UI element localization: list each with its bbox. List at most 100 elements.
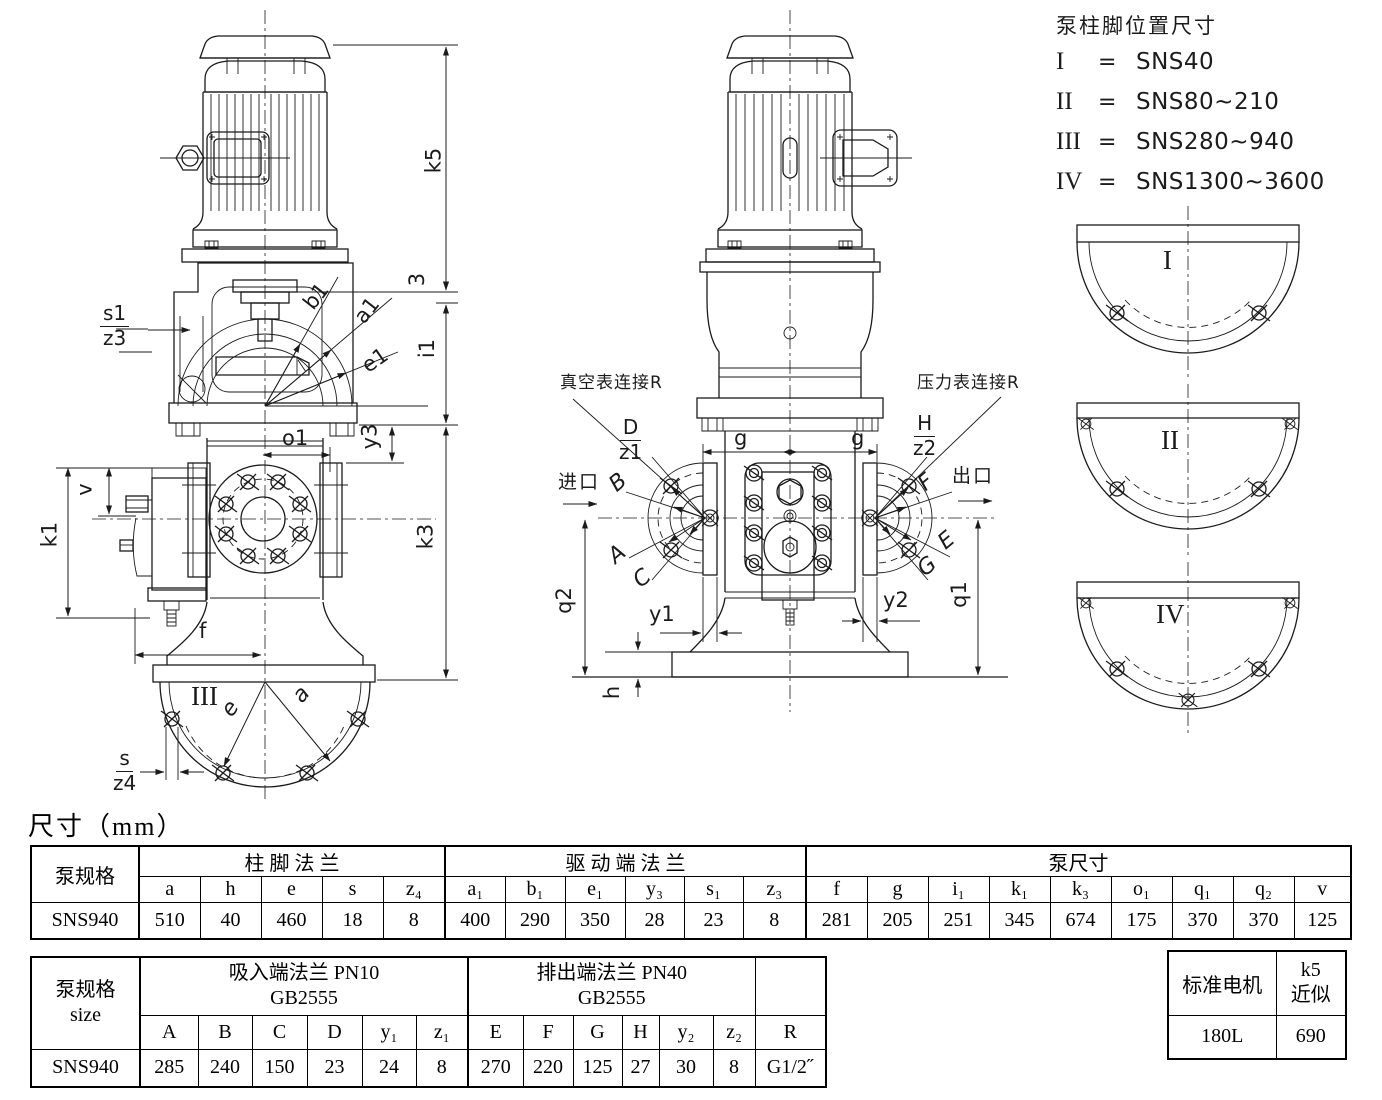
dim-h: h: [600, 685, 625, 700]
cell-value: 205: [866, 902, 929, 939]
motor-value: 180L: [1167, 1014, 1277, 1060]
dim-q1: q1: [946, 581, 971, 608]
vacuum-gauge-note: 真空表连接R: [560, 373, 663, 393]
col-header: y₁: [361, 1014, 417, 1050]
group-header-drive-flange: 驱 动 端 法 兰: [444, 845, 807, 877]
left-view: [56, 10, 458, 800]
cell-value: 350: [564, 902, 626, 939]
foot-label-iii: III: [191, 681, 218, 711]
cell-value: 370: [1171, 902, 1234, 939]
cell-value: 290: [504, 902, 566, 939]
corner-header: 泵规格 size: [30, 956, 141, 1050]
legend-numeral: III: [1056, 128, 1081, 155]
pump-model-cell: SNS940: [30, 902, 140, 939]
cell-value: 8: [415, 1048, 469, 1088]
cell-value: 460: [260, 902, 323, 939]
cell-value: 125: [1293, 902, 1352, 939]
col-header: C: [251, 1014, 308, 1050]
k5-value: 690: [1275, 1014, 1347, 1060]
cell-value: 27: [621, 1048, 660, 1088]
dim-z3: z3: [102, 326, 127, 350]
discharge-title: 排出端法兰 PN40: [536, 962, 688, 985]
cell-value: 175: [1110, 902, 1173, 939]
dim-y2: y2: [883, 588, 909, 612]
foot-view-label-iv: IV: [1156, 599, 1185, 629]
col-header: b₁: [504, 876, 566, 903]
col-header: k₃: [1049, 876, 1112, 903]
corner-line1: 泵规格: [55, 979, 116, 1002]
legend-row-4: IV = SNS1300~3600: [1056, 168, 1376, 208]
col-header: E: [467, 1014, 524, 1050]
legend-numeral: I: [1056, 48, 1065, 75]
inlet-label: 进口: [558, 471, 601, 493]
col-header: z₂: [712, 1014, 756, 1050]
legend-value: SNS280~940: [1136, 129, 1295, 155]
cell-value: 23: [306, 1048, 363, 1088]
legend-equals: =: [1098, 170, 1117, 195]
k5-header-line2: 近似: [1290, 984, 1331, 1007]
dim-H: H: [914, 412, 936, 437]
dim-y1: y1: [649, 602, 675, 626]
col-header: z₁: [415, 1014, 469, 1050]
col-header: e: [260, 876, 323, 903]
suction-standard: GB2555: [270, 987, 338, 1010]
legend-value: SNS80~210: [1136, 89, 1280, 115]
col-header: q₂: [1232, 876, 1295, 903]
col-header: e₁: [564, 876, 626, 903]
cell-value: 18: [321, 902, 384, 939]
legend-row-1: I = SNS40: [1056, 48, 1376, 88]
col-header: z₄: [382, 876, 446, 903]
dim-o1: o1: [282, 426, 309, 450]
dim-H-z2: H z2: [913, 412, 936, 460]
col-header: q₁: [1171, 876, 1234, 903]
dim-i1: i1: [415, 338, 440, 359]
col-header: z₃: [742, 876, 807, 903]
legend-equals: =: [1098, 90, 1117, 115]
discharge-flange-header: 排出端法兰 PN40 GB2555: [467, 956, 756, 1016]
dim-D-z1: D z1: [619, 416, 642, 464]
discharge-standard: GB2555: [577, 987, 646, 1010]
dim-f: f: [199, 619, 207, 643]
foot-view-label-i: I: [1163, 245, 1172, 275]
cell-value: 251: [927, 902, 990, 939]
col-header: y₂: [658, 1014, 714, 1050]
cell-value: 8: [742, 902, 807, 939]
legend-equals: =: [1098, 130, 1117, 155]
cell-value: 285: [139, 1048, 199, 1088]
dim-z4: z4: [113, 771, 137, 795]
dimensions-title: 尺寸（mm）: [28, 812, 185, 841]
suction-title: 吸入端法兰 PN10: [228, 962, 380, 985]
cell-value: 24: [361, 1048, 417, 1088]
group-header-foot-flange: 柱 脚 法 兰: [138, 845, 446, 877]
dim-g-left: g: [734, 426, 748, 450]
corner-line2: size: [69, 1004, 102, 1027]
dim-s1: s1: [100, 302, 130, 327]
k5-header: k5 近似: [1275, 950, 1347, 1016]
col-header: F: [522, 1014, 574, 1050]
col-header: a₁: [444, 876, 506, 903]
dim-v: v: [72, 483, 97, 496]
foot-view-label-ii: II: [1161, 425, 1179, 455]
cell-value: 345: [988, 902, 1051, 939]
foot-position-legend: 泵柱脚位置尺寸 I = SNS40 II = SNS80~210 III = S…: [1056, 10, 1376, 208]
cell-value: 150: [251, 1048, 308, 1088]
dim-s1-z3: s1 z3: [100, 302, 130, 350]
col-header: k₁: [988, 876, 1051, 903]
col-header: a: [138, 876, 201, 903]
col-header: s: [321, 876, 384, 903]
cell-value: 281: [805, 902, 868, 939]
cell-value-r: G1/2˝: [754, 1048, 827, 1088]
cell-value: 370: [1232, 902, 1295, 939]
cell-value: 510: [138, 902, 201, 939]
col-header: A: [139, 1014, 199, 1050]
dim-D: D: [619, 416, 642, 441]
col-header: D: [306, 1014, 363, 1050]
k5-header-line1: k5: [1300, 959, 1321, 982]
foot-flange-views: [1076, 206, 1300, 735]
col-header: h: [199, 876, 262, 903]
cell-value: 8: [712, 1048, 756, 1088]
col-header: B: [197, 1014, 253, 1050]
col-header: s₁: [683, 876, 744, 903]
